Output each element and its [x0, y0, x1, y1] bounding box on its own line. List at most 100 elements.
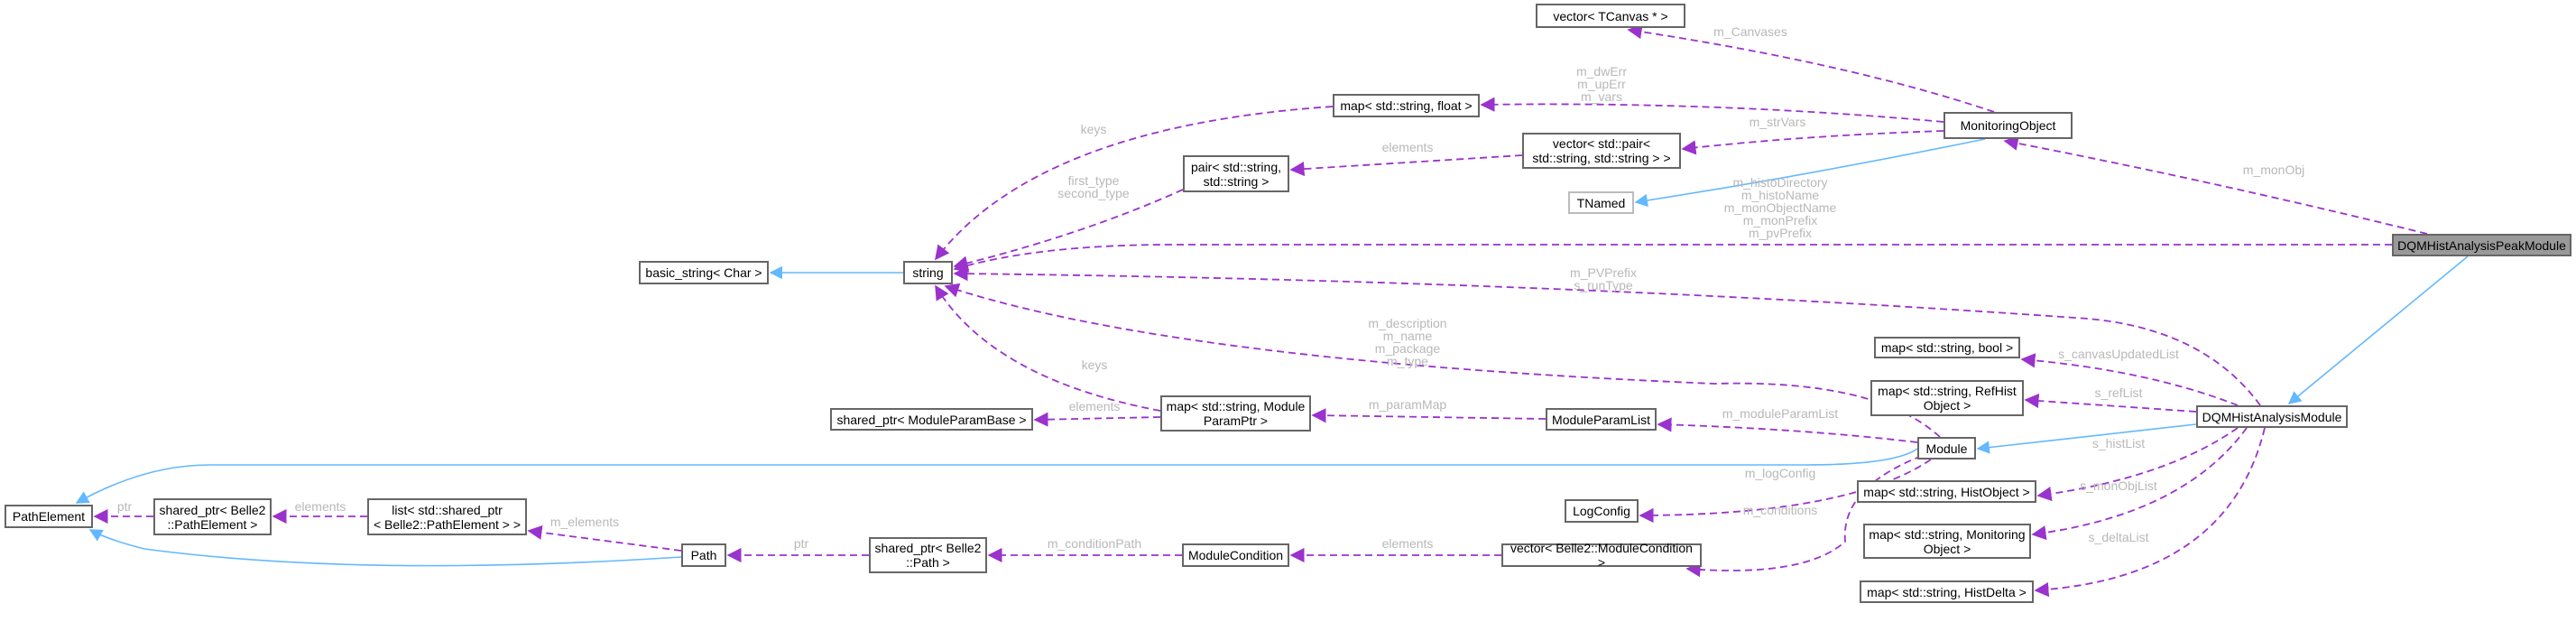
usage-edge-pair-to-string: [953, 189, 1184, 271]
usage-edge-dqmHam-to-mapHist: [2036, 427, 2239, 502]
edge-label: keys: [1082, 357, 1108, 372]
edge-label: m_PVPrefix: [1570, 265, 1637, 280]
node-map-string-histdelta[interactable]: map< std::string, HistDelta >: [1860, 580, 2034, 603]
edge-label: keys: [1081, 122, 1107, 136]
node-path[interactable]: Path: [681, 543, 726, 567]
usage-edge-monObj-to-vecPair: [1681, 130, 1944, 155]
node-log-config[interactable]: LogConfig: [1565, 499, 1639, 523]
node-string[interactable]: string: [903, 261, 953, 284]
usage-edge-dqmHam-to-mapMon: [2031, 427, 2248, 541]
node-shared-ptr-path[interactable]: shared_ptr< Belle2 ::Path >: [869, 537, 987, 573]
node-map-module-param-ptr[interactable]: map< std::string, Module ParamPtr >: [1160, 395, 1311, 432]
inheritance-edge-dqmHam-to-module: [1976, 423, 2197, 454]
usage-edge-dqmHam-to-string: [953, 266, 2261, 406]
node-label: shared_ptr< ModuleParamBase >: [836, 412, 1027, 427]
usage-edge-module-to-paramList: [1657, 417, 1918, 443]
edge-label: elements: [1382, 536, 1434, 551]
edge-label: m_upErr: [1577, 77, 1626, 91]
edge-label: m_conditions: [1743, 503, 1818, 517]
node-map-string-refhist[interactable]: map< std::string, RefHist Object >: [1870, 380, 2024, 416]
node-label: DQMHistAnalysisModule: [2202, 409, 2342, 424]
edge-label: m_paramMap: [1369, 397, 1447, 412]
node-label: map< std::string, bool >: [1880, 340, 2014, 355]
node-module-param-list[interactable]: ModuleParamList: [1546, 408, 1657, 431]
inheritance-edge-peak-to-dqmHam: [2287, 255, 2469, 404]
edge-label: ptr: [794, 536, 809, 551]
node-monitoring-object[interactable]: MonitoringObject: [1944, 112, 2073, 139]
node-label: vector< Belle2::ModuleCondition >: [1510, 541, 1693, 570]
node-map-string-monitoring[interactable]: map< std::string, Monitoring Object >: [1863, 524, 2031, 559]
usage-edge-path-to-listSp: [527, 525, 682, 552]
node-label: TNamed: [1576, 195, 1626, 210]
usage-edge-peak-to-monObj: [2003, 135, 2428, 235]
node-map-string-histobject[interactable]: map< std::string, HistObject >: [1857, 480, 2036, 503]
node-label: ModuleCondition: [1187, 548, 1284, 562]
node-vector-module-condition[interactable]: vector< Belle2::ModuleCondition >: [1501, 541, 1702, 570]
usage-edge-paramList-to-mapParamPtr: [1311, 408, 1547, 423]
edge-label: m_logConfig: [1745, 466, 1816, 480]
edge-label: m_strVars: [1750, 115, 1806, 129]
edge-label: m_histoName: [1741, 188, 1820, 202]
node-basic-string[interactable]: basic_string< Char >: [639, 261, 769, 284]
edge-label: m_monObjectName: [1724, 200, 1837, 215]
node-label: shared_ptr< Belle2 ::Path >: [874, 541, 982, 570]
node-tnamed[interactable]: TNamed: [1568, 191, 1634, 214]
node-label: string: [912, 265, 944, 280]
edge-label: m_description: [1368, 316, 1446, 330]
node-path-element[interactable]: PathElement: [5, 505, 93, 528]
node-label: Path: [690, 548, 717, 562]
node-label: shared_ptr< Belle2 ::PathElement >: [159, 502, 266, 532]
node-module[interactable]: Module: [1917, 437, 1976, 460]
node-label: map< std::string, HistDelta >: [1867, 584, 2027, 599]
inheritance-edge-module-to-pathElement: [75, 448, 1918, 504]
node-label: ModuleParamList: [1552, 412, 1650, 427]
node-dqm-hist-analysis-peak-module[interactable]: DQMHistAnalysisPeakModule: [2392, 234, 2571, 256]
node-shared-ptr-path-element[interactable]: shared_ptr< Belle2 ::PathElement >: [153, 498, 272, 535]
usage-edge-module-to-string: [944, 283, 1941, 438]
usage-edge-monObj-to-vecCanvas: [1627, 24, 1995, 113]
usage-edge-mapParamPtr-to-string: [935, 284, 1161, 412]
node-label: map< std::string, Module ParamPtr >: [1166, 399, 1306, 428]
edge-label: m_dwErr: [1576, 64, 1627, 79]
edge-label: m_elements: [550, 515, 619, 529]
edge-label: first_type: [1068, 173, 1120, 188]
node-label: map< std::string, Monitoring Object >: [1869, 526, 2026, 556]
node-pair-string[interactable]: pair< std::string, std::string >: [1183, 155, 1289, 192]
edge-label: s_refList: [2095, 385, 2143, 400]
node-shared-ptr-module-param-base[interactable]: shared_ptr< ModuleParamBase >: [830, 408, 1033, 431]
node-module-condition[interactable]: ModuleCondition: [1182, 543, 1289, 567]
edge-label: elements: [1382, 140, 1434, 154]
usage-edge-vecPair-to-pair: [1289, 154, 1523, 177]
node-label: vector< TCanvas * >: [1553, 8, 1668, 23]
edge-label: m_name: [1383, 329, 1433, 343]
node-label: vector< std::pair< std::string, std::str…: [1532, 136, 1671, 165]
node-map-string-float[interactable]: map< std::string, float >: [1333, 94, 1480, 117]
edge-label: m_monObj: [2243, 162, 2304, 177]
node-list-shared-ptr[interactable]: list< std::shared_ptr < Belle2::PathElem…: [367, 498, 527, 535]
usage-edge-module-to-vecModCond: [1685, 455, 1923, 578]
edge-label: m_pvPrefix: [1749, 226, 1812, 240]
node-label: LogConfig: [1573, 504, 1630, 518]
edge-label: m_package: [1375, 341, 1441, 356]
edge-label: m_Canvases: [1713, 24, 1787, 39]
edge-label: m_conditionPath: [1048, 536, 1141, 551]
edge-label: ptr: [117, 499, 133, 514]
node-map-string-bool[interactable]: map< std::string, bool >: [1874, 337, 2020, 358]
usage-edge-monObj-to-mapFloat: [1480, 97, 1944, 123]
edge-label: m_vars: [1581, 89, 1622, 104]
node-vector-pair[interactable]: vector< std::pair< std::string, std::str…: [1522, 133, 1681, 169]
edge-label: second_type: [1057, 186, 1130, 200]
usage-edge-mapFloat-to-string: [935, 106, 1334, 261]
edge-label: m_monPrefix: [1743, 213, 1817, 227]
node-label: MonitoringObject: [1960, 118, 2056, 133]
edge-label: elements: [295, 499, 346, 514]
node-label: PathElement: [12, 509, 86, 524]
edge-label: elements: [1069, 399, 1121, 413]
edge-label: m_type: [1387, 354, 1428, 368]
node-vector-tcanvas[interactable]: vector< TCanvas * >: [1536, 4, 1685, 28]
node-label: map< std::string, RefHist Object >: [1878, 384, 2017, 413]
node-dqm-hist-analysis-module[interactable]: DQMHistAnalysisModule: [2196, 405, 2348, 428]
usage-edge-module-to-logConfig: [1639, 459, 1932, 524]
